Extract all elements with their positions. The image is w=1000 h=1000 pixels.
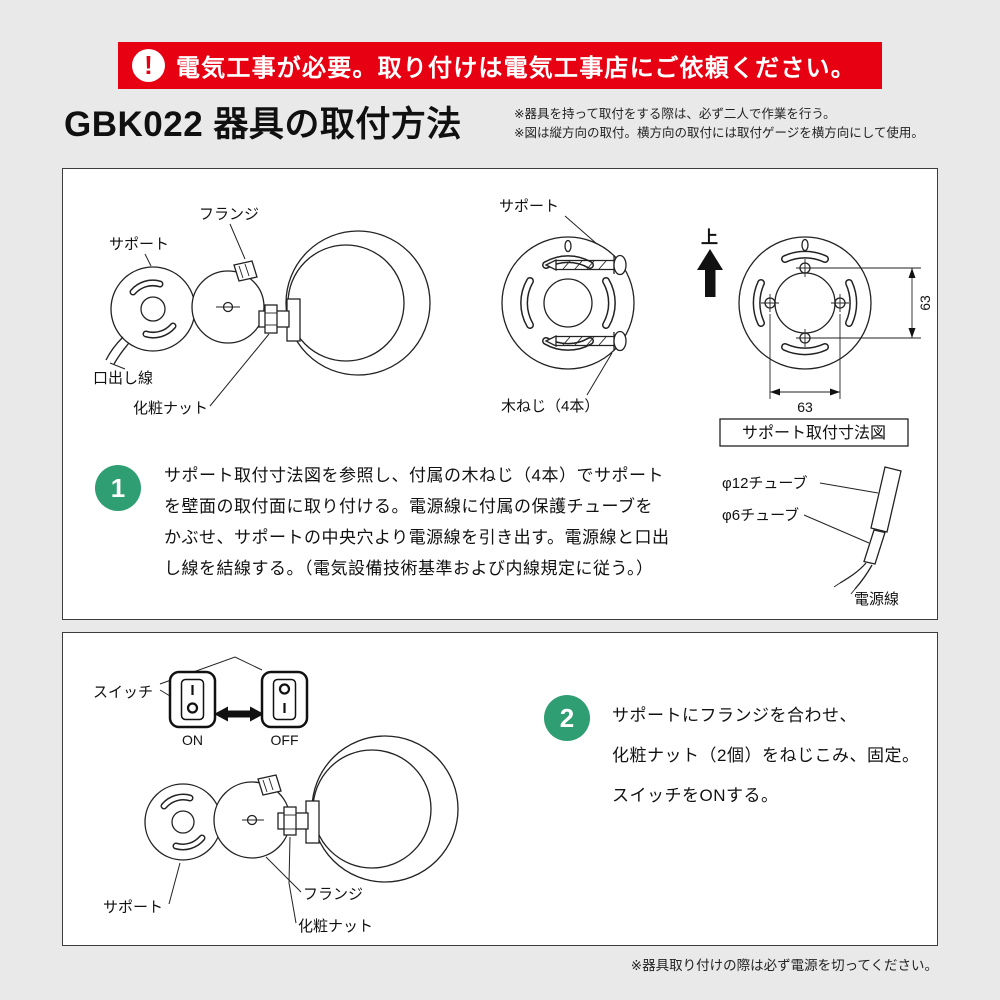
label-flange: フランジ — [199, 206, 259, 223]
power-wire-lines — [839, 562, 867, 584]
leader-tube-12 — [819, 482, 879, 494]
exclamation-icon: ! — [132, 49, 165, 82]
dimension-horizontal: 63 — [797, 399, 813, 415]
header-note-1: ※器具を持って取付をする際は、必ず二人で作業を行う。 — [514, 107, 836, 121]
step1-line: サポート取付寸法図を参照し、付属の木ねじ（4本）でサポート — [164, 466, 664, 485]
leader-deco-nut — [209, 333, 270, 407]
leader-support — [168, 862, 181, 905]
label-switch: スイッチ — [93, 684, 153, 701]
header-note-2: ※図は縦方向の取付。横方向の取付には取付ゲージを横方向にして使用。 — [514, 126, 924, 140]
leader-lead-wire — [109, 362, 126, 370]
label-power-line: 電源線 — [854, 591, 899, 608]
leader-support — [144, 253, 152, 267]
step1-line: かぶせ、サポートの中央穴より電源線を引き出す。電源線と口出 — [164, 528, 670, 547]
label-off: OFF — [271, 732, 299, 748]
double-arrow-icon — [214, 706, 264, 722]
diagram-lamp-labels: フランジ サポート 口出し線 化粧ナット — [93, 206, 270, 417]
step1-instructions: サポート取付寸法図を参照し、付属の木ねじ（4本）でサポート を壁面の取付面に取り… — [164, 460, 754, 584]
panel1-diagrams: フランジ サポート 口出し線 化粧ナット — [93, 198, 933, 447]
header-notes: ※器具を持って取付をする際は、必ず二人で作業を行う。 ※図は縦方向の取付。横方向… — [514, 105, 924, 143]
panel2-diagrams: スイッチ ON — [93, 656, 459, 935]
step1-line: を壁面の取付面に取り付ける。電源線に付属の保護チューブを — [164, 497, 653, 516]
leader-deco-nut — [288, 836, 297, 924]
footer-note: ※器具取り付けの際は必ず電源を切ってください。 — [630, 958, 938, 973]
label-on: ON — [182, 732, 203, 748]
leader-flange — [229, 223, 246, 260]
leader-wood-screws — [586, 352, 613, 396]
step2-line: 化粧ナット（2個）をねじこみ、固定。 — [612, 746, 920, 765]
step2-number: 2 — [559, 702, 575, 733]
dimension-vertical: 63 — [917, 295, 933, 311]
wood-screw-icon — [544, 254, 627, 276]
label-support: サポート — [109, 236, 169, 253]
label-plate-support: サポート — [499, 198, 559, 215]
label-lead-wire: 口出し線 — [93, 370, 153, 387]
step2-number-badge: 2 — [544, 695, 590, 741]
diagram-mounting-dimensions: 上 63 63 サポート取付寸法図 — [697, 228, 933, 447]
dimension-caption-box — [719, 418, 909, 447]
label-tube-6: φ6チューブ — [722, 506, 799, 524]
step2-instructions: サポートにフランジを合わせ、 化粧ナット（2個）をねじこみ、固定。 スイッチをO… — [612, 696, 932, 816]
label-wood-screws: 木ねじ（4本） — [501, 398, 599, 415]
label-deco-nut: 化粧ナット — [298, 918, 373, 935]
tube-detail-diagram: φ12チューブ φ6チューブ 電源線 — [722, 466, 902, 608]
step2-panel: スイッチ ON — [62, 632, 938, 946]
step2-line: サポートにフランジを合わせ、 — [612, 706, 857, 725]
diagram-lamp-side-view — [105, 230, 431, 376]
label-deco-nut: 化粧ナット — [133, 400, 208, 417]
diagram-lamp-assembled: サポート フランジ 化粧ナット — [103, 735, 459, 935]
tube-12-shape — [870, 466, 902, 533]
dimension-caption: サポート取付寸法図 — [742, 424, 886, 442]
lead-wire-lines — [105, 336, 124, 361]
leader-flange — [265, 856, 302, 893]
warning-banner: ! 電気工事が必要。取り付けは電気工事店にご依頼ください。 — [118, 42, 882, 89]
step1-panel: フランジ サポート 口出し線 化粧ナット — [62, 168, 938, 620]
deco-nut-shape — [283, 806, 297, 836]
page-title: GBK022 器具の取付方法 — [64, 105, 462, 144]
label-support: サポート — [103, 899, 163, 916]
leader-tube-6 — [803, 514, 870, 544]
leader-switch-1 — [159, 689, 171, 697]
tube-6-shape — [863, 529, 886, 565]
rocker-switch-on-icon — [168, 670, 217, 729]
diagram-support-plate: サポート 木ねじ（4本） — [499, 198, 635, 415]
step1-number-badge: 1 — [95, 465, 141, 511]
rocker-switch-off-icon — [260, 670, 309, 729]
step1-line: し線を結線する。（電気設備技術基準および内線規定に従う。） — [164, 559, 654, 578]
label-flange: フランジ — [303, 886, 363, 903]
step1-number: 1 — [110, 472, 126, 503]
deco-nut-shape — [264, 304, 278, 334]
step2-line: スイッチをONする。 — [612, 786, 779, 805]
warning-text: 電気工事が必要。取り付けは電気工事店にご依頼ください。 — [176, 55, 856, 82]
label-tube-12: φ12チューブ — [722, 474, 808, 492]
switch-diagram: スイッチ ON — [93, 656, 309, 748]
up-arrow-icon — [697, 249, 723, 297]
leader-plate-support — [564, 215, 598, 245]
label-up: 上 — [701, 228, 718, 247]
